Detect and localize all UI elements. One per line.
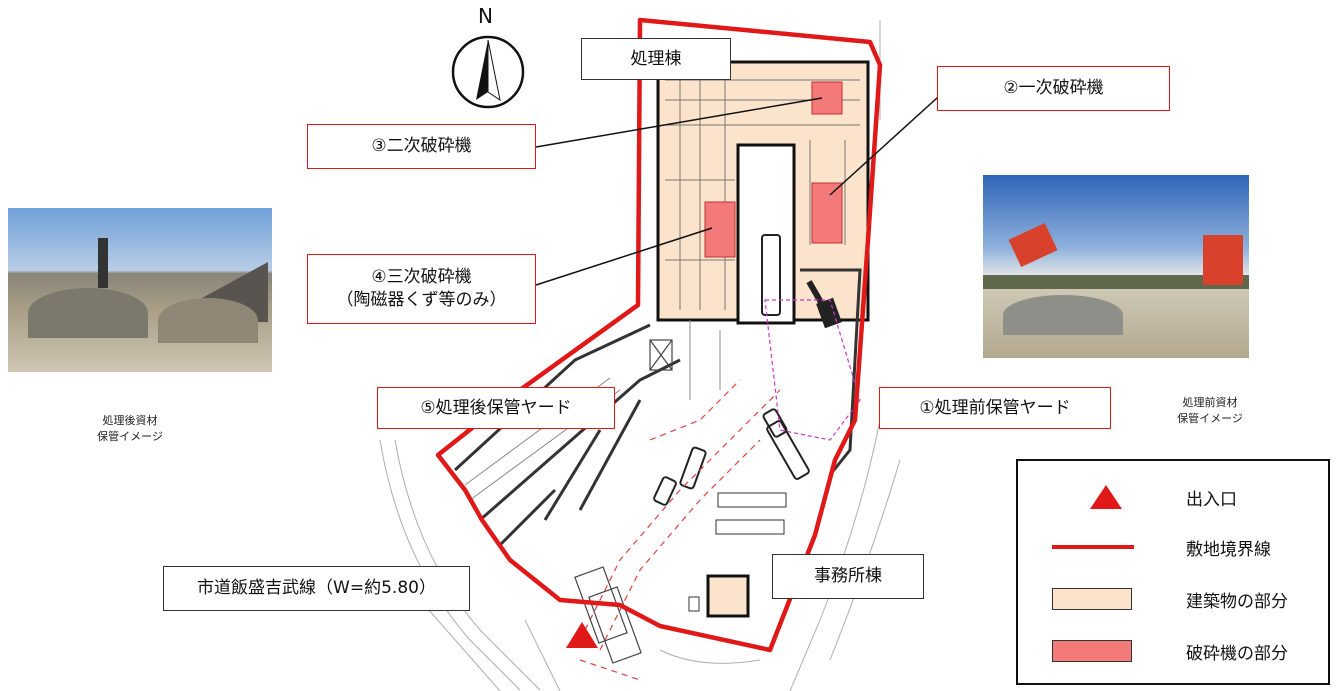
traffic-paths — [579, 379, 781, 681]
tertiary-crusher-label: ④三次破砕機 （陶磁器くず等のみ） — [307, 254, 536, 324]
before-storage-photo — [983, 175, 1249, 358]
legend-item-entrance: 出入口 — [1018, 477, 1328, 517]
legend-item-boundary: 敷地境界線 — [1018, 527, 1328, 567]
before-caption-line2: 保管イメージ — [1177, 411, 1243, 425]
yard-walls — [453, 268, 862, 547]
site-boundary — [435, 17, 883, 653]
after-storage-caption: 処理後資材 保管イメージ — [60, 413, 200, 445]
legend: 出入口 敷地境界線 建築物の部分 破砕機の部分 — [1016, 459, 1330, 685]
crusher-primary-shape — [811, 182, 843, 244]
boundary-line-icon — [1052, 545, 1134, 549]
crusher-swatch-icon — [1052, 640, 1132, 662]
parking-space-1 — [717, 492, 787, 508]
entrance-triangle-icon — [1090, 485, 1122, 509]
excavator-shape — [806, 280, 842, 329]
crusher-tertiary-shape — [704, 201, 736, 258]
tertiary-crusher-label-line2: （陶磁器くず等のみ） — [336, 290, 507, 310]
after-caption-line2: 保管イメージ — [97, 429, 163, 443]
after-caption-line1: 処理後資材 — [102, 414, 158, 427]
secondary-crusher-label: ③二次破砕機 — [307, 124, 536, 169]
leader-lines — [535, 87, 949, 286]
legend-label: 破砕機の部分 — [1186, 644, 1288, 664]
city-road-label: 市道飯盛吉武線（W=約5.80） — [163, 566, 470, 611]
legend-item-building: 建築物の部分 — [1018, 579, 1328, 619]
primary-crusher-label: ②一次破砕機 — [937, 66, 1170, 111]
compass-north-letter: N — [478, 4, 493, 28]
compass-icon — [451, 35, 525, 109]
crusher-secondary-shape — [811, 81, 843, 115]
building-swatch-icon — [1052, 588, 1132, 610]
post-storage-yard-label: ⑤処理後保管ヤード — [377, 387, 615, 429]
entrance-marker — [566, 622, 598, 648]
processing-building-label: 処理棟 — [581, 38, 731, 80]
legend-label: 敷地境界線 — [1186, 540, 1271, 560]
legend-label: 出入口 — [1186, 490, 1237, 510]
legend-item-crusher: 破砕機の部分 — [1018, 631, 1328, 671]
office-building-shape — [706, 574, 750, 618]
parking-space-2 — [715, 519, 785, 535]
tertiary-crusher-label-line1: ④三次破砕機 — [371, 267, 472, 288]
pre-storage-yard-label: ①処理前保管ヤード — [879, 387, 1111, 429]
after-storage-photo — [8, 208, 272, 372]
legend-label: 建築物の部分 — [1186, 592, 1288, 612]
before-caption-line1: 処理前資材 — [1182, 396, 1238, 409]
office-building-label: 事務所棟 — [772, 554, 924, 599]
before-storage-caption: 処理前資材 保管イメージ — [1150, 395, 1270, 427]
